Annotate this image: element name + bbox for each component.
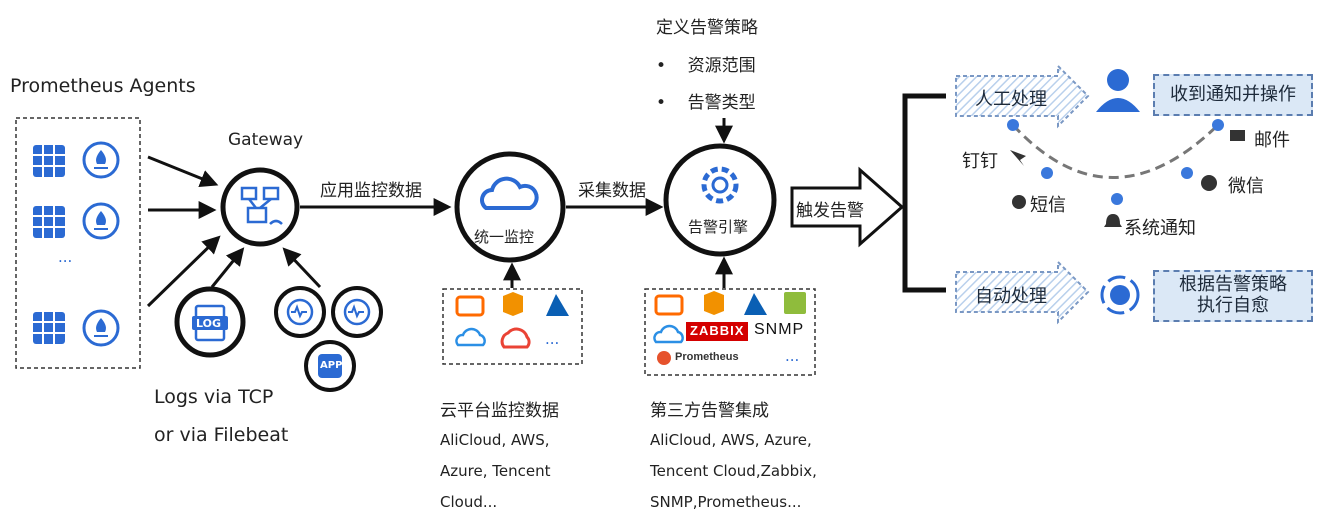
manual-result-box: 收到通知并操作 <box>1153 74 1313 116</box>
sms-icon <box>1012 195 1026 209</box>
notification-arc <box>1011 123 1220 179</box>
app-arrow <box>282 247 322 289</box>
handling-bracket <box>902 93 946 293</box>
cloud-sources-line1: AliCloud, AWS, <box>440 431 550 449</box>
alert-engine-label: 告警引擎 <box>688 218 749 236</box>
unified-monitor-label: 统一监控 <box>474 228 535 246</box>
azure-icon <box>744 293 767 315</box>
agent-arrow <box>146 235 221 308</box>
app-monitor-node <box>274 286 326 338</box>
google-cloud-icon <box>500 327 531 349</box>
trigger-arrow <box>790 166 905 248</box>
cloud-sources-line2: Azure, Tencent <box>440 462 551 480</box>
alicloud-icon <box>455 295 485 317</box>
arc-dot <box>1041 167 1053 179</box>
agent-arrow <box>147 155 219 187</box>
collect-label: 采集数据 <box>578 181 646 201</box>
prometheus-agent-icon <box>82 309 120 347</box>
third-party-line1: AliCloud, AWS, Azure, <box>650 431 812 449</box>
agents-title: Prometheus Agents <box>10 75 196 97</box>
alicloud-icon <box>654 294 684 316</box>
arc-dot <box>1007 119 1019 131</box>
channel-dingtalk: 钉钉 <box>962 151 998 172</box>
prometheus-agent-icon <box>82 141 120 179</box>
policy-title: 定义告警策略 <box>656 18 758 38</box>
cloud-sources-ellipsis: ... <box>545 330 560 348</box>
prometheus-logo-icon <box>657 351 671 365</box>
email-icon <box>1230 130 1245 141</box>
server-icon <box>33 145 65 177</box>
app-monitor-node <box>331 286 383 338</box>
agents-group-box <box>15 117 141 369</box>
agents-ellipsis: ... <box>58 248 73 266</box>
cloud-sources-line3: Cloud... <box>440 493 498 511</box>
tencent-cloud-icon <box>455 327 486 347</box>
third-party-ellipsis: ... <box>785 347 800 365</box>
cloud-sources-box <box>442 288 583 365</box>
network-icon <box>240 186 283 225</box>
dingtalk-icon <box>1010 150 1026 166</box>
vmware-icon <box>784 292 806 314</box>
prometheus-label: Prometheus <box>675 351 739 363</box>
aws-icon <box>503 292 523 316</box>
snmp-label: SNMP <box>754 321 805 338</box>
azure-icon <box>546 294 569 316</box>
log-arrow <box>210 247 245 288</box>
operator-icon <box>1096 69 1140 112</box>
app-badge: APP <box>320 360 343 371</box>
manual-label: 人工处理 <box>975 89 1047 110</box>
policy-item-1: • 资源范围 <box>656 56 756 76</box>
zabbix-logo <box>686 322 748 341</box>
channel-sms: 短信 <box>1030 195 1066 216</box>
gateway-label: Gateway <box>228 130 304 150</box>
tencent-cloud-icon <box>653 324 684 344</box>
bell-icon <box>1104 214 1122 227</box>
logs-line2: or via Filebeat <box>154 424 289 446</box>
cloud-icon <box>480 176 539 210</box>
prometheus-agent-icon <box>82 202 120 240</box>
aws-icon <box>704 291 724 315</box>
auto-arrow <box>955 259 1090 325</box>
auto-heal-icon <box>1100 275 1140 315</box>
logs-line1: Logs via TCP <box>154 386 274 408</box>
log-badge: LOG <box>196 317 221 330</box>
arc-dot <box>1212 119 1224 131</box>
gear-icon <box>701 166 739 204</box>
cloud-sources-title: 云平台监控数据 <box>440 401 559 421</box>
channel-wechat: 微信 <box>1228 176 1264 197</box>
server-icon <box>33 206 65 238</box>
policy-item-2: • 告警类型 <box>656 93 756 113</box>
arc-dot <box>1181 167 1193 179</box>
auto-result-line1: 根据告警策略 <box>1179 274 1287 296</box>
auto-result-line2: 执行自愈 <box>1197 295 1269 316</box>
channel-system: 系统通知 <box>1124 218 1196 239</box>
third-party-box <box>644 288 816 376</box>
zabbix-label: ZABBIX <box>690 323 745 338</box>
arc-dot <box>1111 193 1123 205</box>
server-icon <box>33 312 65 344</box>
wechat-icon <box>1201 175 1217 191</box>
trigger-label: 触发告警 <box>796 201 864 221</box>
third-party-line3: SNMP,Prometheus... <box>650 493 802 511</box>
auto-label: 自动处理 <box>975 286 1047 307</box>
third-party-title: 第三方告警集成 <box>650 401 769 421</box>
third-party-line2: Tencent Cloud,Zabbix, <box>650 462 817 480</box>
app-data-label: 应用监控数据 <box>320 181 422 201</box>
auto-result-box: 根据告警策略 执行自愈 <box>1153 270 1313 322</box>
manual-arrow <box>955 63 1090 129</box>
channel-email: 邮件 <box>1254 130 1290 151</box>
